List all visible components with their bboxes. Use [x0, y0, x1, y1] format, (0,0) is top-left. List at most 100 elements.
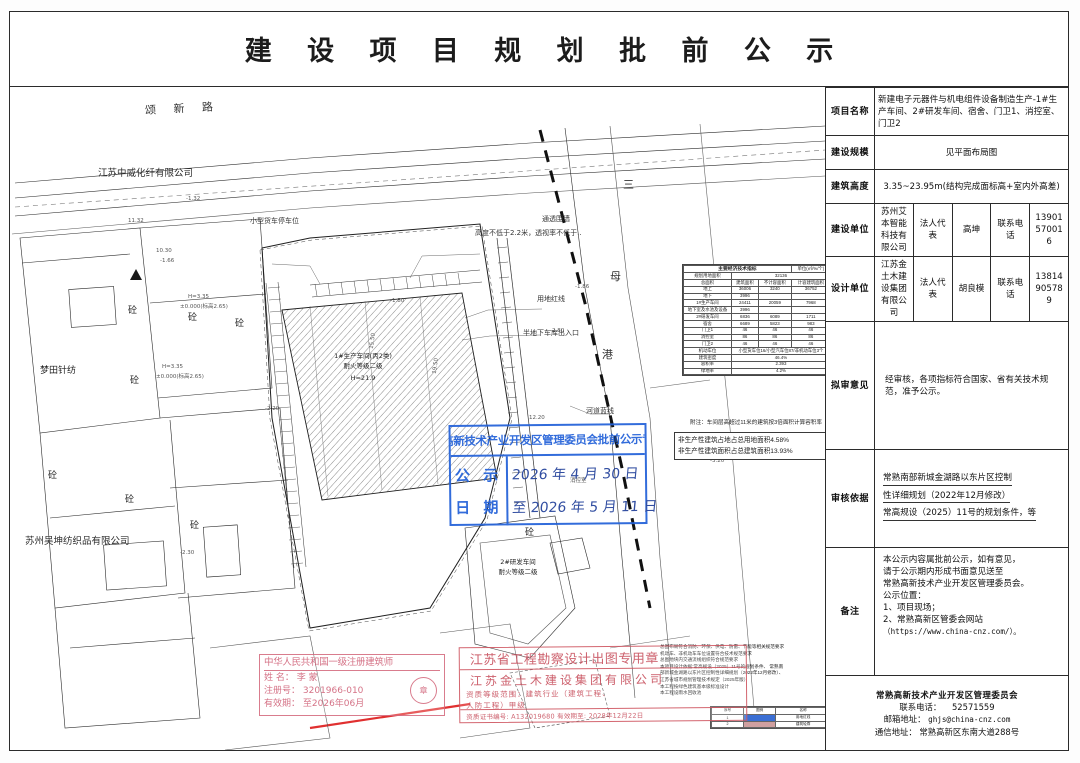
econ-row-4-c1: 24411	[730, 299, 759, 308]
river-label-char-2: 母	[610, 270, 623, 283]
height-note-2: ±0.000(标高2.65)	[180, 304, 228, 310]
design-valid-label: 有效期至:	[557, 712, 587, 721]
econ-row-3-c3	[790, 292, 825, 301]
econ-row-14-c1: 4.2%	[730, 367, 825, 376]
legend-row-0-name: 用地红线	[775, 713, 825, 722]
econ-row-6-c3: 1711	[790, 313, 825, 321]
footer-email-value[interactable]: ghjs@china-cnz.com	[928, 714, 1011, 724]
building-label-1-fire-rating: 耐火等级二级	[343, 362, 383, 370]
ground-label-concrete-7: 砼	[190, 521, 200, 531]
design-unit-rep-label: 法人代表	[912, 256, 953, 322]
build-unit-name: 苏州艾本智能科技有限公司	[874, 203, 914, 257]
remark-line-5: 2、常熟高新区管委会网站	[883, 615, 983, 625]
architect-regno-row: 注册号： 3201966-010	[264, 685, 440, 698]
build-unit-rep-name: 高坤	[951, 203, 992, 257]
elevation-marker-3: -2.20	[265, 406, 280, 412]
height-note-4: ±0.000(标高2.65)	[156, 374, 204, 380]
row-label-review-basis: 审核依据	[825, 449, 875, 548]
elevation-marker-2: -1.80	[390, 298, 405, 304]
ground-label-concrete-1: 砼	[128, 306, 138, 316]
econ-row-1-c3: 不计容面积	[757, 279, 792, 287]
econ-row-7-c0: 宿舍	[683, 319, 732, 328]
design-stamp-header: 江苏省工程勘察设计出图专用章	[459, 645, 746, 671]
econ-row-2-c2: 3240	[757, 285, 792, 294]
stamp-left-labels: 公 示 日 期	[450, 456, 509, 527]
econ-row-13-c1: 2.393	[730, 360, 825, 369]
footer-phone-value: 52571559	[951, 701, 995, 712]
page-title: 建 设 项 目 规 划 批 前 公 示	[244, 36, 847, 67]
design-note-4: 部新城金湖路以东片区控制性详细规划（2022年12月修改）、	[660, 670, 784, 676]
design-unit-name: 江苏金土木建设集团有限公司	[874, 256, 914, 322]
elevation-marker-6: -2.80	[550, 328, 565, 334]
dimension-3: 12.20	[529, 415, 545, 421]
econ-row-2-c3: 36752	[790, 285, 825, 294]
econ-row-0-c1: 32136	[730, 272, 825, 281]
econ-row-8-c0: 门卫1	[683, 326, 732, 335]
row-value-project-name: 新建电子元器件与机电组件设备制造生产-1#生产车间、2#研发车间、宿舍、门卫1、…	[874, 87, 1069, 136]
remark-line-3: 公示位置：	[883, 591, 926, 601]
footer-email-row: 邮箱地址： ghjs@china-cnz.com	[829, 713, 1065, 726]
site-plan-drawing: 颂 新 路 江苏中威化纤有限公司 梦田针纺 苏州吴坤纺织品有限公司 三 母 港 …	[10, 88, 825, 750]
design-note-0: 总图布局符合消防、环保、供电、防雷、节能等相关规范要求	[660, 644, 785, 649]
elevation-marker-1: -1.32	[186, 196, 201, 202]
architect-regno-label: 注册号：	[264, 685, 301, 696]
design-note-5: 江苏省城市规划管理技术规定（2025年版）	[660, 676, 749, 682]
econ-row-9-c2: 86	[757, 333, 792, 342]
legend-header-1: 图例	[743, 707, 777, 715]
footer-address-label: 通信地址：	[874, 726, 917, 737]
remark-line-1: 请于公示期内形成书面意见送至	[883, 567, 1004, 577]
econ-row-4-c3: 7968	[790, 299, 825, 308]
elevation-marker-5: -3.20	[710, 458, 725, 464]
dimension-4: 10.30	[156, 248, 172, 254]
row-label-project-name: 项目名称	[825, 87, 875, 136]
architect-valid-label: 有效期：	[264, 698, 301, 709]
econ-row-3-c0: 地下	[683, 292, 732, 301]
econ-table-footnote: 附注：车间层高超过11米的建筑按3倍面积计算容积率	[690, 420, 822, 426]
design-stamp-certificate: 资质证书编号: A132019680 有效期至: 2028年12月22日	[460, 706, 747, 723]
row-label-build-scale: 建设规模	[825, 135, 875, 170]
econ-row-6-c2: 6089	[757, 313, 792, 321]
ratio-note-area: 非生产性建筑面积占总建筑面积13.93%	[678, 448, 793, 455]
econ-row-5-c3	[790, 306, 825, 315]
stamp-label-publicity: 公 示	[454, 466, 503, 485]
remark-line-0: 本公示内容属批前公示，如有意见，	[883, 555, 1021, 565]
econ-row-10-c2: 46	[757, 340, 792, 349]
design-stamp-company: 江苏金土木建设集团有限公司	[469, 672, 666, 689]
row-label-remark: 备注	[825, 547, 875, 676]
stamp-label-date: 日 期	[455, 498, 503, 518]
legend-row-1-symbol	[743, 720, 777, 729]
building-label-2-fire-rating: 耐火等级二级	[498, 568, 538, 576]
row-label-draft-opinion: 拟审意见	[825, 321, 875, 450]
econ-row-12-c0: 建筑密度	[683, 353, 732, 362]
design-note-7: 本工程设雨水回收池	[660, 690, 702, 696]
stamp-date-values: 2026 年 4 月 30 日 至 2026 年 5 月 11 日	[508, 455, 658, 525]
elevation-marker-4: -2.30	[180, 550, 195, 556]
dimension-5: 11.32	[128, 218, 144, 224]
econ-row-1-c2: 建筑面积	[730, 279, 759, 287]
elevation-marker-7: -1.86	[575, 284, 590, 290]
design-valid-value: 2028年12月22日	[588, 711, 644, 721]
footer-address-value: 常熟高新区东南大道288号	[919, 726, 1020, 737]
contact-footer: 常熟高新技术产业开发区管理委员会 联系电话： 52571559 邮箱地址： gh…	[825, 675, 1069, 751]
site-plan-vector	[11, 123, 825, 750]
economic-indicator-table: 主要经济技术指标 单位(㎡/%/个) 规划用地面积 32136 总面积 建筑面积…	[682, 264, 825, 377]
review-basis-line-0: 常熟南部新城金湖路以东片区控制	[883, 472, 1012, 486]
design-notes-block: 总图布局符合消防、环保、供电、防雷、节能等相关规范要求 机动车、非机动车车位设置…	[660, 644, 825, 697]
building-label-1-height: H=21.9	[350, 374, 376, 382]
remark-line-6[interactable]: （https://www.china-cnz.com/）。	[883, 627, 1021, 636]
econ-row-11-c1: 小型货车位16/小型汽车位87/非机动车位3个	[730, 347, 825, 355]
building-label-2-rnd: 2#研发车间	[500, 558, 536, 566]
design-note-1: 机动车、非机动车车位设置符合技术规范要求	[660, 650, 752, 656]
econ-row-8-c2: 46	[757, 326, 792, 335]
econ-row-8-c1: 46	[730, 326, 759, 335]
econ-row-6-c1: 6836	[730, 313, 759, 321]
design-unit-rep-name: 胡良模	[951, 256, 992, 322]
econ-row-10-c3: 46	[790, 340, 825, 349]
remark-line-2: 常熟高新技术产业开发区管理委员会。	[883, 579, 1030, 589]
econ-row-9-c1: 86	[730, 333, 759, 342]
ground-label-concrete-8: 砼	[525, 528, 535, 538]
review-basis-line-2: 常高规设（2025）11号的规划条件，等	[883, 507, 1037, 521]
ground-label-concrete-3: 砼	[235, 319, 245, 329]
econ-row-1-c4: 计容建筑面积	[790, 279, 825, 287]
